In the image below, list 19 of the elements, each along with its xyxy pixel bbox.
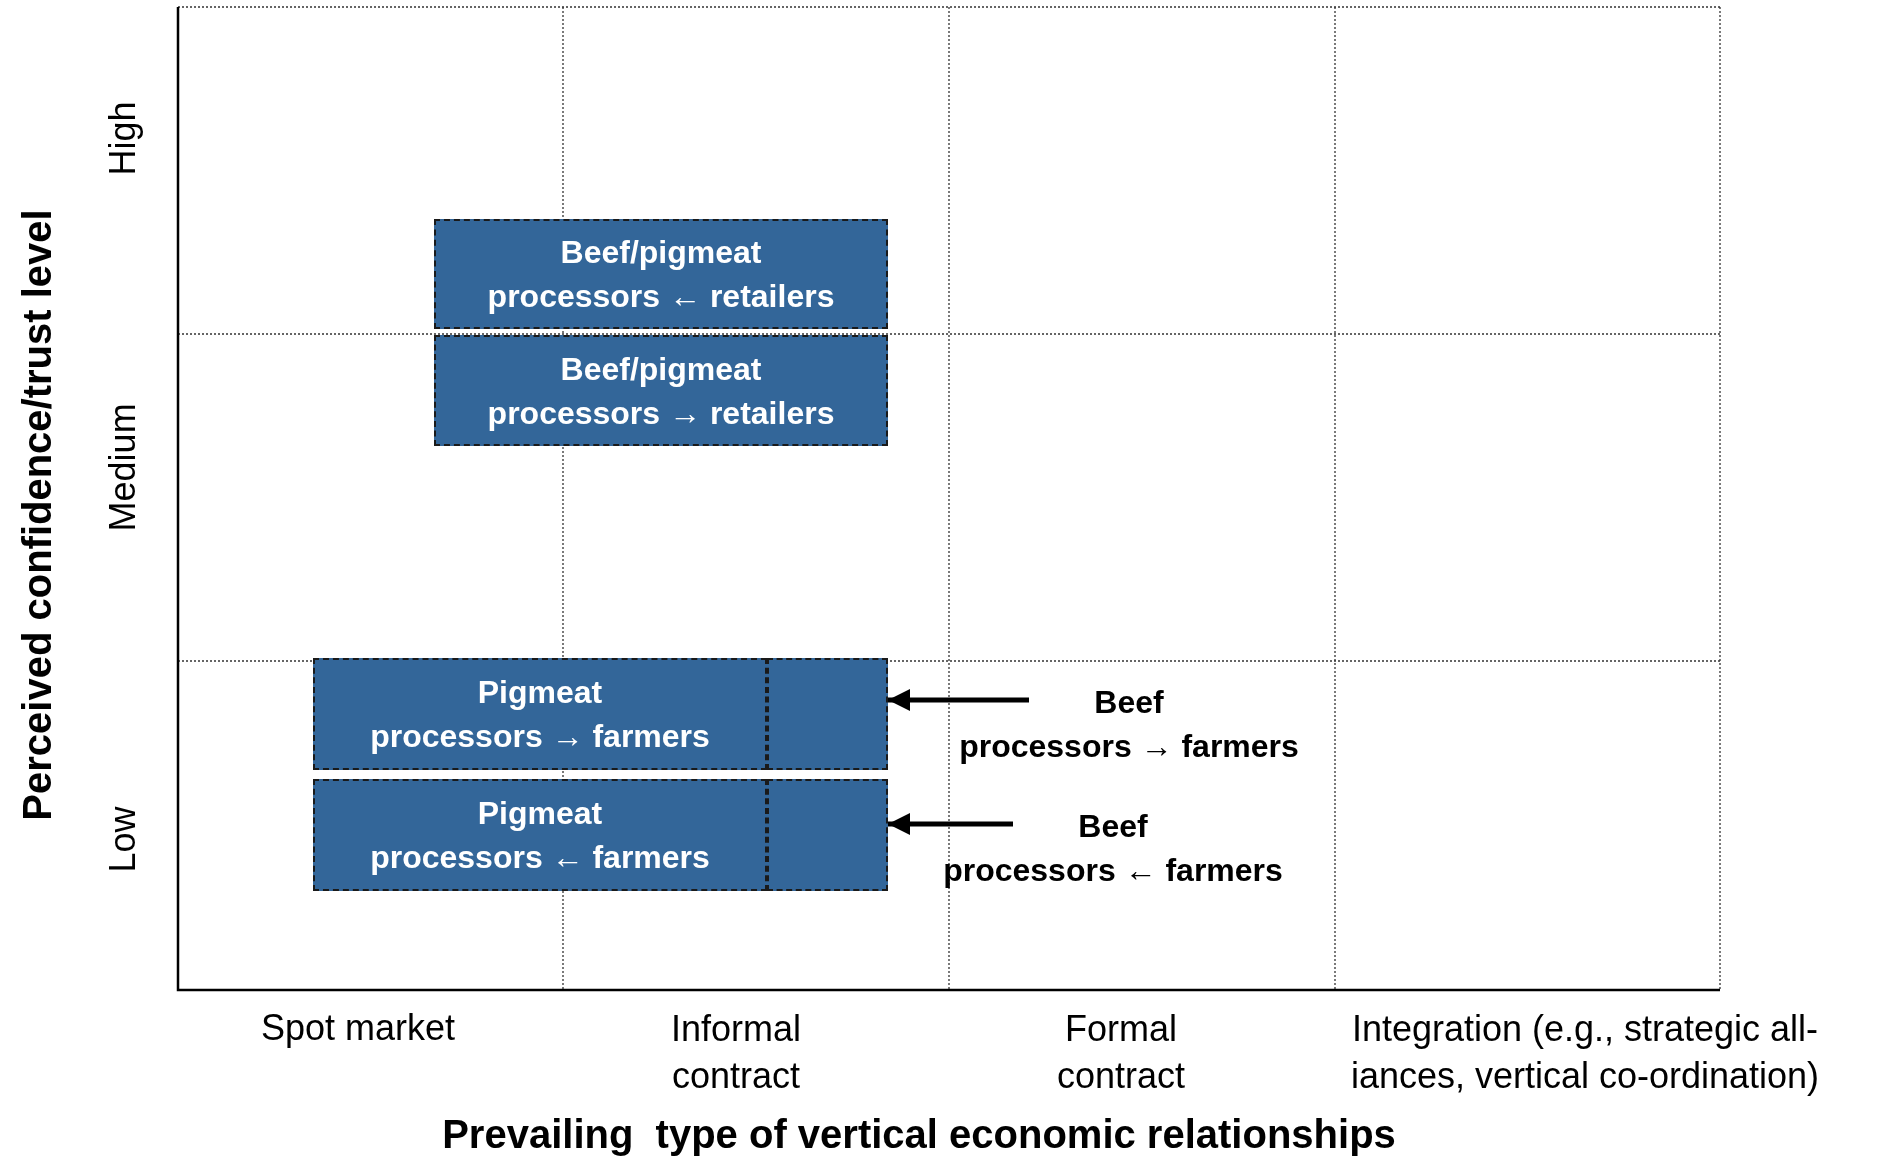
axis-title: Prevailing type of vertical economic relationships — [441, 1111, 1397, 1158]
category-box: Beef/pigmeat processors ← retailers — [434, 219, 888, 329]
axis-tick-label: Integration (e.g., strategic all- iances, vertical co-ordination) — [1349, 1007, 1821, 1098]
range-box — [767, 779, 888, 891]
annotation-text: Beef processors ← farmers — [913, 800, 1313, 896]
category-box: Beef/pigmeat processors → retailers — [434, 335, 888, 446]
category-box: Pigmeat processors → farmers — [313, 658, 767, 770]
axis-tick-label: Informal contract — [669, 1007, 802, 1098]
axis-tick-label: Medium — [100, 402, 144, 531]
axis-tick-label: High — [100, 100, 144, 175]
axis-tick-label: Spot market — [259, 1005, 457, 1050]
range-box — [767, 658, 888, 770]
axis-tick-label: Formal contract — [1055, 1007, 1187, 1098]
double-arrow — [888, 689, 1029, 711]
double-arrow — [888, 813, 1013, 835]
axis-title: Perceived confidence/trust level — [13, 209, 60, 821]
category-box: Pigmeat processors ← farmers — [313, 779, 767, 891]
annotation-text: Beef processors → farmers — [929, 676, 1329, 772]
axis-tick-label: Low — [100, 805, 144, 872]
